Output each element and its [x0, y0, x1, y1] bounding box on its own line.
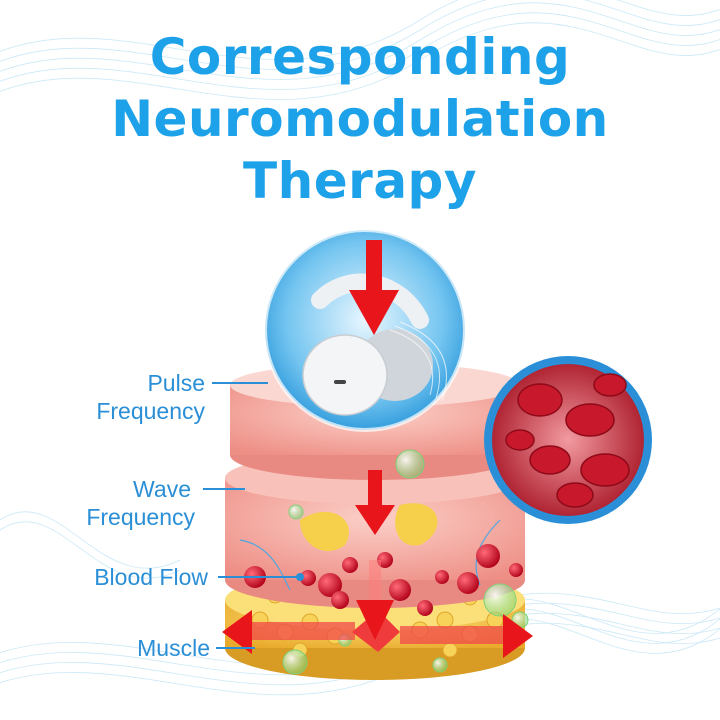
pulse-label-line-1: Pulse: [147, 370, 205, 396]
muscle-label: Muscle: [137, 635, 210, 661]
device-zoom-orb: [263, 228, 467, 432]
pulse-label-line-2: Frequency: [96, 398, 205, 424]
wave-frequency-label: Wave Frequency: [40, 475, 195, 531]
blood-flow-label: Blood Flow: [94, 564, 208, 590]
device-icon: [302, 273, 433, 416]
pulse-frequency-label: Pulse Frequency: [60, 369, 205, 425]
wave-label-line-2: Frequency: [86, 504, 195, 530]
label-leaders: [203, 382, 304, 649]
down-arrow: [355, 470, 395, 640]
blood-vessel-magnifier: [484, 356, 652, 524]
wave-label-line-1: Wave: [133, 476, 191, 502]
page-title-line-2: Neuromodulation: [111, 90, 609, 148]
page-title-line-3: Therapy: [243, 152, 477, 210]
page-title-line-1: Corresponding: [149, 28, 571, 86]
